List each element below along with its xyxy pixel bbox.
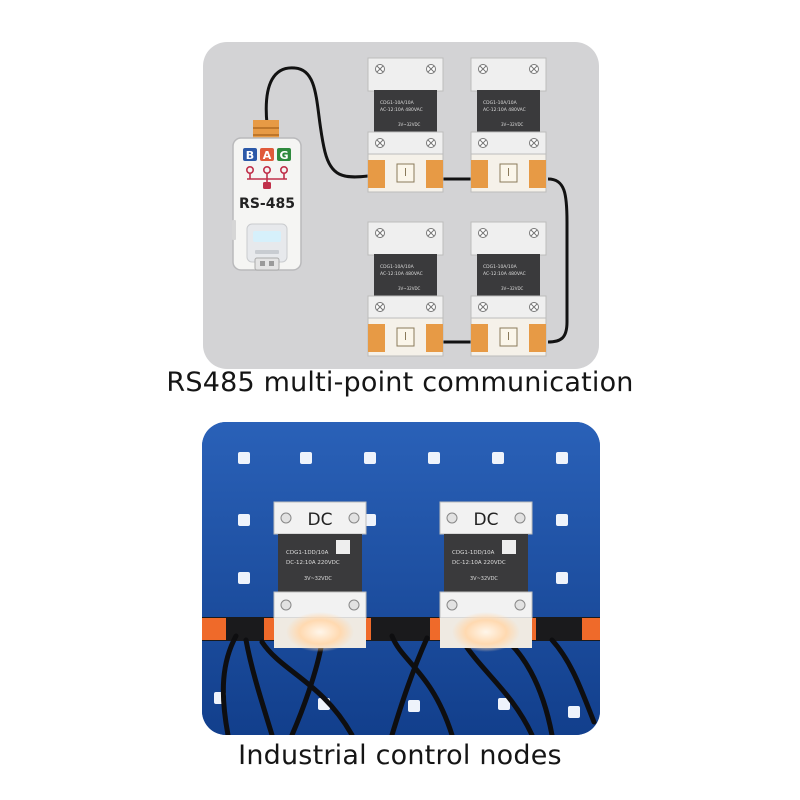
network-icon (245, 166, 289, 183)
industrial-photo-panel: DC CDG1-1DD/10A DC-12:10A 220VDC 3V~32VD… (202, 422, 600, 735)
terminal-letter-g: G (279, 149, 288, 162)
relay-spec-input: 3V~32VDC (398, 122, 421, 127)
relay-module: CDG1-10A/10A AC-12:10A 480VAC 3V~32VDC (367, 57, 444, 193)
top-caption: RS485 multi-point communication (166, 367, 634, 398)
relay-spec-model: CDG1-10A/10A (483, 100, 518, 106)
relay-spec-model: CDG1-10A/10A (380, 264, 415, 270)
pegboard-holes (214, 452, 580, 718)
converter-label: RS-485 (239, 196, 295, 212)
rs485-converter: B A G RS-485 (232, 120, 302, 271)
terminal-letter-a: A (263, 149, 272, 162)
relay-module: CDG1-10A/10A AC-12:10A 480VAC 3V~32VDC (367, 221, 444, 357)
relay-spec-model: CDG1-10A/10A (483, 264, 518, 270)
relay-header: DC (474, 510, 499, 530)
terminal-letter-b: B (246, 149, 254, 162)
relay-spec-rating: AC-12:10A 480VAC (380, 107, 423, 113)
bus-cable (264, 66, 369, 179)
dc-relay-module: DC CDG1-1DD/10A DC-12:10A 220VDC 3V~32VD… (439, 501, 533, 652)
industrial-control-photo: DC CDG1-1DD/10A DC-12:10A 220VDC 3V~32VD… (202, 422, 600, 735)
bus-cable (547, 177, 569, 344)
relay-spec-rating: AC-12:10A 480VAC (483, 107, 526, 113)
rs485-diagram-panel: B A G RS-485 (203, 42, 599, 369)
relay-spec-rating: AC-12:10A 480VAC (380, 271, 423, 277)
relay-spec-rating: AC-12:10A 480VAC (483, 271, 526, 277)
rs485-diagram: B A G RS-485 (232, 57, 569, 357)
relay-spec-input: 3V~32VDC (501, 286, 524, 291)
relay-spec-rating: DC-12:10A 220VDC (286, 560, 340, 566)
relay-spec-input: 3V~32VDC (501, 122, 524, 127)
relay-spec-model: CDG1-10A/10A (380, 100, 415, 106)
relay-spec-rating: DC-12:10A 220VDC (452, 560, 506, 566)
din-rail (202, 617, 600, 641)
dc-relay-module: DC CDG1-1DD/10A DC-12:10A 220VDC 3V~32VD… (273, 501, 367, 652)
relay-spec-input: 3V~32VDC (470, 576, 498, 582)
relay-spec-input: 3V~32VDC (398, 286, 421, 291)
bottom-caption: Industrial control nodes (238, 740, 562, 771)
relay-header: DC (308, 510, 333, 530)
relay-spec-model: CDG1-1DD/10A (286, 550, 329, 556)
relay-module: CDG1-10A/10A AC-12:10A 480VAC 3V~32VDC (470, 221, 547, 357)
relay-spec-model: CDG1-1DD/10A (452, 550, 495, 556)
relay-spec-input: 3V~32VDC (304, 576, 332, 582)
relay-module: CDG1-10A/10A AC-12:10A 480VAC 3V~32VDC (470, 57, 547, 193)
